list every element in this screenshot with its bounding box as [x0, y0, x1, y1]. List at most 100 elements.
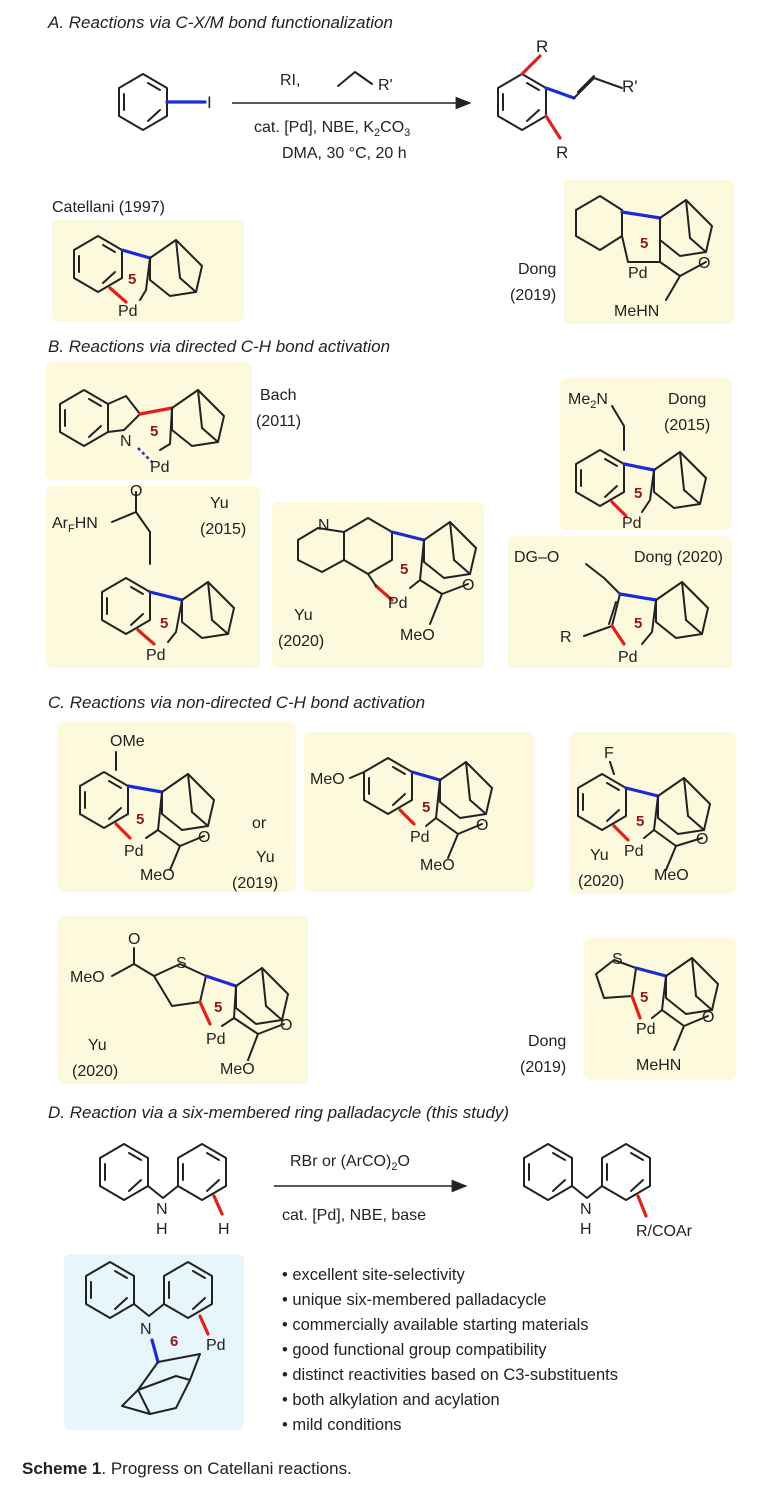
pd-label: Pd: [124, 843, 144, 860]
thiophene-s: S: [176, 955, 187, 972]
ref-dong19-name: Dong: [528, 1033, 566, 1050]
dong-2015-box: [560, 378, 732, 530]
carbazole-c1-h: H: [218, 1221, 230, 1238]
dong19-mehn: MeHN: [636, 1057, 681, 1074]
pd-label: Pd: [206, 1031, 226, 1048]
product-n: N: [580, 1201, 592, 1218]
pd-label: Pd: [628, 265, 648, 282]
yu20b-o: O: [462, 577, 474, 594]
carbazole-nh: H: [156, 1221, 168, 1238]
yu-2020-thiophene-box: [58, 916, 308, 1084]
ref-yu15-year: (2015): [200, 521, 246, 538]
yu19b-o: O: [476, 817, 488, 834]
dong20-dg-o: DG–O: [514, 549, 559, 566]
ref-dong-2019-a-name: Dong: [518, 261, 556, 278]
reagent-d: RBr or (ArCO)2O: [290, 1153, 410, 1173]
yu20d-o: O: [128, 931, 140, 948]
advantage-item: • excellent site-selectivity: [282, 1266, 466, 1284]
ref-bach-name: Bach: [260, 387, 296, 404]
product-a-rprime: R': [622, 77, 638, 96]
dong-2015-intermediate: Me2N 5 Pd: [568, 391, 707, 532]
yu-2019-meo-intermediate: MeO O MeO 5 Pd: [310, 757, 493, 874]
advantage-item: • commercially available starting materi…: [282, 1316, 589, 1334]
reagent-ri: RI,: [280, 72, 300, 89]
yu20b-meo: MeO: [400, 627, 435, 644]
yu20c-o: O: [696, 831, 708, 848]
scheme-caption: Scheme 1. Progress on Catellani reaction…: [22, 1459, 352, 1478]
yu20c-f: F: [604, 745, 614, 762]
yu-2019-meo-box: [304, 732, 534, 892]
pd-label: Pd: [618, 649, 638, 666]
carbazole-reactant: N H H: [99, 1143, 230, 1238]
yu-2020-thiophene-intermediate: O MeO S O MeO 5 Pd: [70, 931, 292, 1078]
pd-label: Pd: [146, 647, 166, 664]
pd-label: Pd: [624, 843, 644, 860]
advantage-item: • distinct reactivities based on C3-subs…: [282, 1366, 618, 1384]
ring-size-5: 5: [400, 561, 408, 578]
ring-size-5: 5: [640, 235, 648, 252]
yu20d-meo2: MeO: [220, 1061, 255, 1078]
pd-label: Pd: [388, 595, 408, 612]
yu20d-o2: O: [280, 1017, 292, 1034]
product-a-r-top: R: [536, 37, 548, 56]
yu-2020-quinoline-intermediate: N O MeO 5 Pd: [297, 517, 477, 644]
yu-2020-f-intermediate: F O MeO 5 Pd: [577, 745, 711, 884]
ring-size-5: 5: [634, 615, 642, 632]
dong-2019-thiophene-intermediate: S O MeHN 5 Pd: [595, 951, 719, 1074]
six-membered-palladacycle: N Pd 6: [85, 1261, 226, 1415]
iodobenzene: I: [118, 73, 212, 131]
reaction-d-arrow: RBr or (ArCO)2O cat. [Pd], NBE, base: [274, 1153, 468, 1224]
dong-a-o: O: [698, 255, 710, 272]
ring-size-5: 5: [160, 615, 168, 632]
yu20c-meo: MeO: [654, 867, 689, 884]
yu-2019-ome-box: [58, 722, 296, 892]
ref-dong-2019-a-year: (2019): [510, 287, 556, 304]
yu19-meo: MeO: [140, 867, 175, 884]
dong-2020-box: [508, 536, 732, 668]
ref-yu19-name: Yu: [256, 849, 275, 866]
carbazole-n: N: [156, 1201, 168, 1218]
product-a: R R R': [497, 37, 638, 162]
conditions-a-line2: DMA, 30 °C, 20 h: [282, 145, 407, 162]
dong-2019-a-intermediate: O MeHN 5 Pd: [575, 195, 713, 320]
advantage-item: • good functional group compatibility: [282, 1341, 547, 1359]
conditions-a-line1: cat. [Pd], NBE, K2CO3: [254, 119, 410, 139]
ref-yu20c-year: (2020): [578, 873, 624, 890]
pd-label: Pd: [622, 515, 642, 532]
reagent-rprime: R': [378, 77, 393, 94]
ref-yu15-name: Yu: [210, 495, 229, 512]
advantage-item: • both alkylation and acylation: [282, 1391, 500, 1409]
ref-dong15-year: (2015): [664, 417, 710, 434]
pd-label: Pd: [118, 303, 138, 320]
ref-yu20d-year: (2020): [72, 1063, 118, 1080]
yu19-o: O: [198, 829, 210, 846]
section-b-title: B. Reactions via directed C-H bond activ…: [48, 337, 390, 356]
ref-dong15-name: Dong: [668, 391, 706, 408]
bach-2011-box: [46, 362, 252, 480]
bach-2011-intermediate: N 5 Pd: [59, 389, 225, 476]
dong20-r: R: [560, 629, 572, 646]
pd-label: Pd: [636, 1021, 656, 1038]
dong-2019-a-box: [564, 180, 734, 324]
section-d-title: D. Reaction via a six-membered ring pall…: [48, 1103, 509, 1122]
yu15-o: O: [130, 483, 142, 500]
product-substituent: R/COAr: [636, 1223, 693, 1240]
section-c-title: C. Reactions via non-directed C-H bond a…: [48, 693, 425, 712]
ring-size-5: 5: [640, 989, 648, 1006]
dong19-o: O: [702, 1009, 714, 1026]
product-nh: H: [580, 1221, 592, 1238]
yu19b-meo2: MeO: [420, 857, 455, 874]
ref-yu19-or: or: [252, 815, 267, 832]
carbazole-product: N H R/COAr: [523, 1143, 693, 1240]
ref-yu20b-year: (2020): [278, 633, 324, 650]
yu-2019-ome-intermediate: OMe O MeO 5 Pd: [79, 733, 215, 884]
dong-2020-intermediate: DG–O R 5 Pd: [514, 549, 709, 666]
pd-label: Pd: [410, 829, 430, 846]
yu-2015-intermediate: ArFHN O 5 Pd: [52, 483, 235, 664]
yu-2020-quinoline-box: [272, 502, 484, 668]
yu20d-meo: MeO: [70, 969, 105, 986]
ref-catellani: Catellani (1997): [52, 199, 165, 216]
advantage-item: • unique six-membered palladacycle: [282, 1291, 546, 1309]
yu15-arfhn: ArFHN: [52, 515, 98, 535]
